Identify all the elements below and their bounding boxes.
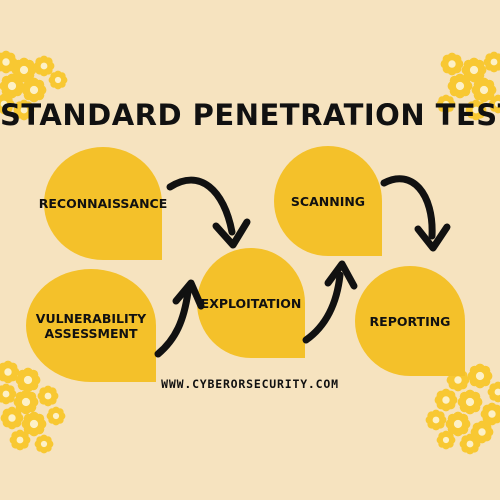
flower-icon (15, 367, 41, 393)
step-exploitation: EXPLOITATION (197, 248, 305, 358)
website-url: WWW.CYBERORSECURITY.COM (161, 377, 339, 391)
flower-icon (0, 93, 15, 115)
flower-icon (459, 433, 481, 455)
flower-icon (0, 406, 24, 430)
flower-icon (457, 389, 483, 415)
flower-icon (13, 99, 35, 121)
arrow-scanning-to-reporting (380, 175, 451, 252)
flower-icon (436, 430, 456, 450)
flower-icon (46, 406, 66, 426)
flower-icon (440, 52, 464, 76)
arrow-vuln-to-exploitation (154, 279, 205, 358)
flower-icon (447, 73, 473, 99)
flower-icon (461, 57, 487, 83)
flower-icon (21, 77, 47, 103)
flower-icon (0, 360, 20, 384)
step-scanning: SCANNING (274, 146, 382, 256)
flower-icon (48, 70, 68, 90)
flower-icon (471, 77, 497, 103)
flower-icon (434, 388, 458, 412)
step-reporting: REPORTING (355, 266, 465, 376)
step-vulnerability-assessment: VULNERABILITY ASSESSMENT (26, 269, 156, 382)
flower-icon (445, 411, 471, 437)
flower-icon (11, 57, 37, 83)
step-label: RECONNAISSANCE (38, 196, 168, 211)
flower-icon (467, 363, 493, 389)
flower-icon (0, 50, 18, 74)
step-label: EXPLOITATION (200, 295, 302, 311)
flower-icon (0, 383, 17, 405)
flower-icon (21, 411, 47, 437)
step-reconnaissance: RECONNAISSANCE (39, 147, 167, 260)
flower-icon (436, 94, 456, 114)
arrow-recon-to-exploitation (166, 176, 251, 249)
flower-icon (480, 402, 500, 426)
flower-icon (465, 99, 487, 121)
flower-icon (9, 429, 31, 451)
flower-icon (425, 409, 447, 431)
flower-icon (37, 385, 59, 407)
page-title: STANDARD PENETRATION TEST (0, 98, 500, 132)
step-label: VULNERABILITY ASSESSMENT (35, 310, 147, 341)
flower-icon (33, 55, 55, 77)
flower-icon (483, 51, 500, 73)
flower-icon (34, 434, 54, 454)
step-label: REPORTING (369, 313, 451, 329)
step-label: SCANNING (290, 193, 366, 209)
arrow-exploitation-to-scanning (302, 260, 358, 344)
